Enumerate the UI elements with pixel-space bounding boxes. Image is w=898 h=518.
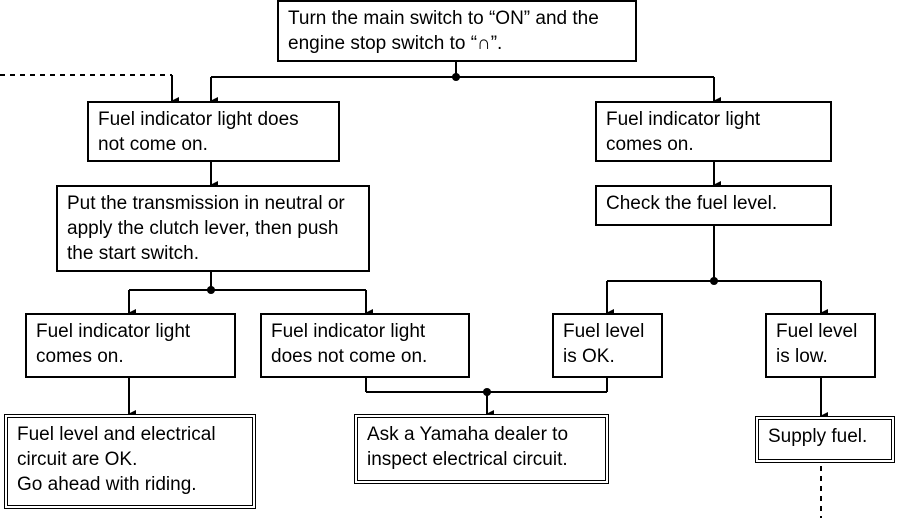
electrical-ok-node: Fuel level and electrical circuit are OK… [4,414,256,509]
fuel-ok-node: Fuel level is OK. [552,313,663,378]
fuel-low-node: Fuel level is low. [765,313,876,378]
check-fuel-node: Check the fuel level. [595,185,832,226]
supply-fuel-node: Supply fuel. [755,416,895,463]
light-off-node: Fuel indicator light does not come on. [87,101,340,162]
start-node: Turn the main switch to “ON” and the eng… [277,0,637,62]
comes-on-after-start-node: Fuel indicator light comes on. [25,313,236,378]
neutral-node: Put the transmission in neutral or apply… [56,185,370,272]
not-on-after-start-node: Fuel indicator light does not come on. [260,313,470,378]
ask-dealer-node: Ask a Yamaha dealer to inspect electrica… [354,414,609,484]
light-on-node: Fuel indicator light comes on. [595,101,832,162]
